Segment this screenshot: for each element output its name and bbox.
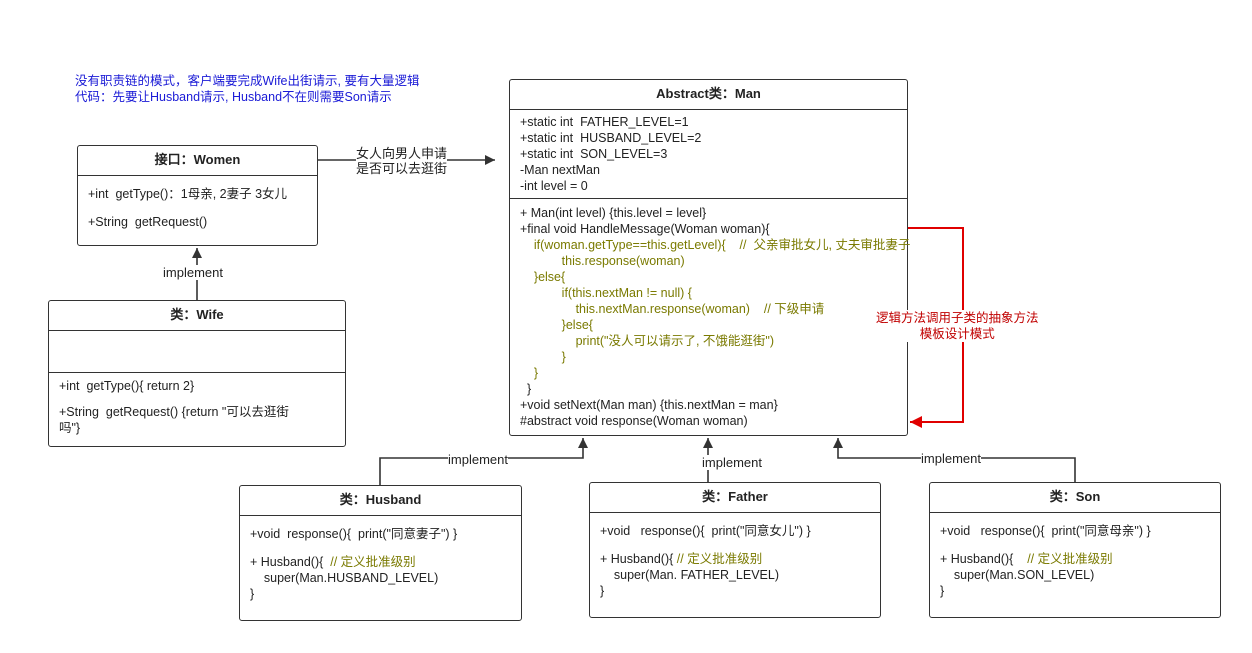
- husband-method-response: +void response(){ print("同意妻子") }: [250, 527, 458, 541]
- son-super-call: super(Man.SON_LEVEL): [940, 568, 1095, 582]
- father-constructor-comment: // 定义批准级别: [676, 552, 763, 566]
- template-method-label: 逻辑方法调用子类的抽象方法 模板设计模式: [874, 310, 1041, 342]
- request-label-line-2: 是否可以去逛街: [356, 161, 448, 176]
- father-super-call: super(Man. FATHER_LEVEL): [600, 568, 779, 582]
- husband-constructor: + Husband(){ // 定义批准级别: [250, 554, 511, 570]
- wife-class-box: 类：Wife +int getType(){ return 2} +String…: [48, 300, 346, 447]
- women-interface-box: 接口：Women +int getType()：1母亲, 2妻子 3女儿 +St…: [77, 145, 318, 246]
- man-code-line-5: }else{: [520, 270, 566, 284]
- man-method-setnext: +void setNext(Man man) {this.nextMan = m…: [520, 398, 778, 412]
- women-method-gettype: +int getType()：1母亲, 2妻子 3女儿: [88, 187, 288, 201]
- man-code-line-6: if(this.nextMan != null) {: [520, 286, 692, 300]
- father-close-brace: }: [600, 584, 605, 598]
- man-method-response: #abstract void response(Woman woman): [520, 414, 748, 428]
- man-code-line-11: }: [520, 366, 539, 380]
- father-constructor: + Husband(){ // 定义批准级别: [600, 551, 870, 567]
- wife-method-getrequest-cont: 吗"}: [59, 421, 81, 435]
- son-class-box: 类：Son +void response(){ print("同意母亲") } …: [929, 482, 1221, 618]
- man-title: Abstract类：Man: [510, 80, 907, 110]
- man-code-line-4: this.response(woman): [520, 254, 685, 268]
- son-close-brace: }: [940, 584, 945, 598]
- man-code-line-12: }: [520, 382, 532, 396]
- man-code-line-3: if(woman.getType==this.getLevel){ // 父亲审…: [520, 238, 911, 252]
- wife-attributes: [49, 331, 345, 373]
- man-attr-father-level: +static int FATHER_LEVEL=1: [520, 115, 689, 129]
- man-code-line-8: }else{: [520, 318, 593, 332]
- man-abstract-class-box: Abstract类：Man +static int FATHER_LEVEL=1…: [509, 79, 911, 436]
- wife-method-getrequest: +String getRequest() {return "可以去逛街: [59, 405, 289, 419]
- note-line-2: 代码：先要让Husband请示, Husband不在则需要Son请示: [75, 90, 392, 104]
- father-implement-label: implement: [702, 455, 762, 470]
- wife-method-gettype: +int getType(){ return 2}: [59, 379, 195, 393]
- son-method-response: +void response(){ print("同意母亲") }: [940, 524, 1151, 538]
- husband-constructor-sig: + Husband(){: [250, 555, 331, 569]
- wife-implement-label: implement: [163, 265, 223, 280]
- request-label: 女人向男人申请 是否可以去逛街: [356, 146, 448, 176]
- husband-close-brace: }: [250, 587, 255, 601]
- husband-implement-label: implement: [448, 452, 508, 467]
- man-code-line-9: print("没人可以请示了, 不饿能逛街"): [520, 334, 775, 348]
- man-attr-husband-level: +static int HUSBAND_LEVEL=2: [520, 131, 702, 145]
- son-constructor-comment: // 定义批准级别: [1027, 552, 1113, 566]
- man-code-line-10: }: [520, 350, 566, 364]
- father-title: 类：Father: [590, 483, 880, 513]
- son-title: 类：Son: [930, 483, 1220, 513]
- husband-constructor-comment: // 定义批准级别: [330, 555, 416, 569]
- father-method-response: +void response(){ print("同意女儿") }: [600, 524, 811, 538]
- man-attributes: +static int FATHER_LEVEL=1 +static int H…: [510, 110, 907, 199]
- husband-title: 类：Husband: [240, 486, 521, 516]
- man-attr-level: -int level = 0: [520, 179, 588, 193]
- man-code-line-7: this.nextMan.response(woman) // 下级申请: [520, 302, 825, 316]
- husband-class-box: 类：Husband +void response(){ print("同意妻子"…: [239, 485, 522, 621]
- son-constructor-sig: + Husband(){: [940, 552, 1028, 566]
- description-note: 没有职责链的模式，客户端要完成Wife出街请示, 要有大量逻辑 代码：先要让Hu…: [75, 73, 419, 105]
- man-methods: + Man(int level) {this.level = level} +f…: [510, 199, 911, 429]
- wife-title: 类：Wife: [49, 301, 345, 331]
- father-constructor-sig: + Husband(){: [600, 552, 677, 566]
- man-method-constructor: + Man(int level) {this.level = level}: [520, 206, 707, 220]
- women-method-getrequest: +String getRequest(): [88, 215, 208, 229]
- man-method-handlemessage: +final void HandleMessage(Woman woman){: [520, 222, 770, 236]
- man-attr-son-level: +static int SON_LEVEL=3: [520, 147, 668, 161]
- son-implement-label: implement: [921, 451, 981, 466]
- father-class-box: 类：Father +void response(){ print("同意女儿")…: [589, 482, 881, 618]
- note-line-1: 没有职责链的模式，客户端要完成Wife出街请示, 要有大量逻辑: [75, 74, 420, 88]
- template-label-line-2: 模板设计模式: [919, 327, 995, 341]
- women-title: 接口：Women: [78, 146, 317, 176]
- husband-super-call: super(Man.HUSBAND_LEVEL): [250, 571, 439, 585]
- man-attr-nextman: -Man nextMan: [520, 163, 600, 177]
- template-label-line-1: 逻辑方法调用子类的抽象方法: [876, 311, 1039, 325]
- request-label-line-1: 女人向男人申请: [356, 146, 448, 161]
- son-constructor: + Husband(){ // 定义批准级别: [940, 551, 1210, 567]
